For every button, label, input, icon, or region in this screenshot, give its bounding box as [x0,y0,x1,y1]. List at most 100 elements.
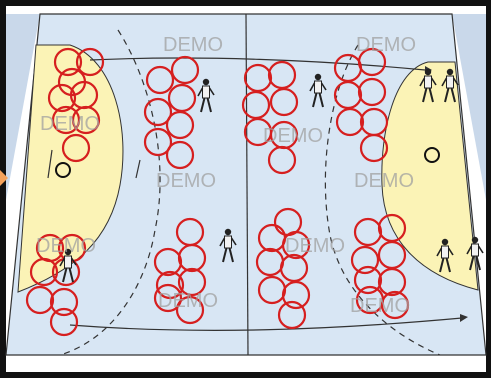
player-part [208,87,215,96]
player-part [202,78,210,86]
hoop-icon [47,83,77,113]
hoop-icon [333,80,363,110]
player-part [475,255,481,271]
hoop-icon [377,267,407,297]
player-part [471,236,479,244]
hoop-icon [153,283,183,313]
hoop-icon [75,47,105,77]
hoop-icon [71,105,101,135]
player-part [436,247,443,257]
player-part [197,87,204,97]
player-part [477,245,484,254]
player-part [206,97,212,113]
player-part [447,247,454,256]
player-part [439,257,445,273]
player-part [68,267,74,283]
player-part [444,87,450,103]
orange-tab [0,170,8,186]
hoop-icon [269,87,299,117]
hoop-icon [165,140,195,170]
player-part [228,247,234,263]
player-group [59,68,484,283]
right-free-throw-line [324,44,441,356]
player-part [452,77,459,86]
player-part [64,255,72,269]
hoop-icon [279,253,309,283]
player-part [424,68,432,76]
hoop-icon [49,307,79,337]
hoop-icon [335,107,365,137]
player-part [309,82,316,92]
player-part [466,245,473,255]
hoop-icon [350,245,380,275]
hoop-icon [357,77,387,107]
hoop-icon [267,60,297,90]
hoop-icon [53,47,83,77]
player-part [64,248,72,256]
hoop-icon [143,127,173,157]
hoop-icon [177,243,207,273]
hoop-icon [61,133,91,163]
hoop-group [25,47,410,337]
player-icon [466,236,484,271]
player-part [320,82,327,91]
hoop-icon [153,247,183,277]
right-goal-ring-icon [424,147,440,163]
hoop-icon [29,257,59,287]
hoop-icon [143,97,173,127]
right-goal-area [381,61,479,291]
player-icon [219,228,237,263]
hoop-icon [170,55,200,85]
player-part [202,85,210,99]
player-part [314,73,322,81]
player-part [446,75,454,89]
center-left-mark [135,159,141,179]
hoop-icon [281,280,311,310]
player-part [441,238,449,246]
player-part [59,257,66,267]
player-part [419,77,426,87]
player-part [424,75,432,89]
player-icon [309,73,327,108]
player-part [314,80,322,94]
hoop-icon [353,217,383,247]
player-part [441,245,449,259]
player-part [200,97,206,113]
player-part [450,87,456,103]
player-part [430,77,437,86]
bottom-path-arrow [69,317,463,331]
court-surface [5,13,487,356]
left-goal-ring-icon [55,162,71,178]
hoop-icon [243,63,273,93]
hoop-icon [49,287,79,317]
player-part [445,257,451,273]
player-icon [197,78,215,113]
hoop-icon [359,133,389,163]
left-side-band [6,14,40,200]
player-part [471,243,479,257]
player-part [422,87,428,103]
hoop-icon [175,295,205,325]
player-part [62,267,68,283]
hoop-icon [51,105,81,135]
player-part [318,92,324,108]
player-icon [436,238,454,273]
hoop-icon [241,90,271,120]
top-path-arrow [89,57,426,71]
hoop-icon [165,110,195,140]
player-part [441,77,448,87]
player-part [446,68,454,76]
hoop-icon [357,47,387,77]
player-icon [419,68,437,103]
bottom-arrow-head [460,314,468,322]
player-part [219,237,226,247]
hoop-icon [25,285,55,315]
hoop-icon [155,270,185,300]
hoop-icon [380,290,410,320]
player-icon [441,68,459,103]
player-part [222,247,228,263]
hoop-icon [277,300,307,330]
hoop-icon [281,230,311,260]
player-part [224,235,232,249]
